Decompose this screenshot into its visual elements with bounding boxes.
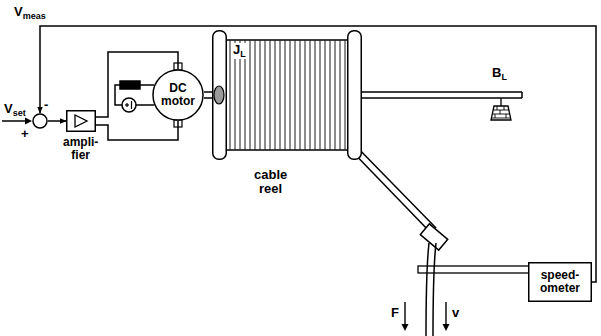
cable-wrap [285, 41, 286, 150]
reel-flange [213, 31, 227, 160]
cable-wrap [305, 41, 306, 150]
summing-junction-outline [32, 113, 48, 129]
summing-junction: -+ [32, 113, 48, 129]
signal-name: Vset [4, 102, 26, 118]
cable-wrap [230, 41, 231, 150]
cable-wrap [315, 41, 316, 150]
connector [40, 26, 596, 282]
cable-wrap [270, 41, 271, 150]
amplifier-box: ampli- fier [66, 110, 96, 132]
line-shape [404, 302, 405, 326]
line-shape [126, 103, 127, 107]
cable-wrap [310, 41, 311, 150]
box-outline [67, 111, 96, 132]
line-shape [500, 98, 501, 106]
damper-symbol [491, 98, 511, 120]
circle-outline [33, 114, 47, 128]
field-circuit [115, 81, 154, 112]
box-outline [529, 263, 592, 302]
cable-wrap [280, 41, 281, 150]
cable-wrap [340, 41, 341, 150]
line-shape [445, 302, 446, 326]
shaft [362, 92, 522, 98]
connector [48, 120, 66, 122]
cable-wrap [290, 41, 291, 150]
cable-wrap [345, 41, 346, 150]
polygon-shape [443, 324, 450, 331]
cable-reel-label: cable reel [254, 168, 287, 197]
line-shape [350, 140, 436, 228]
path-shape [362, 92, 522, 98]
connector [204, 92, 212, 98]
hanging-cable [426, 243, 436, 336]
cable-wrap [275, 41, 276, 150]
path-shape [433, 243, 436, 336]
force-label: F [391, 306, 399, 320]
signal-name: Vmeas [14, 5, 46, 21]
amplifier-symbol [75, 115, 87, 127]
cable-wrap [250, 41, 251, 150]
speedometer-box: speed- ometer [528, 262, 592, 302]
cable-wrap [325, 41, 326, 150]
polygon-shape [25, 118, 32, 125]
cable-wrap [300, 41, 301, 150]
parameter-name: BL [492, 66, 507, 82]
path-shape [426, 243, 429, 336]
rect-shape [120, 81, 140, 89]
cable-wrap [335, 41, 336, 150]
path-shape [492, 106, 510, 118]
polygon-shape [491, 106, 511, 120]
subscript: L [501, 72, 507, 82]
cable-wrap [255, 41, 256, 150]
subscript: L [240, 49, 246, 59]
force-arrow [402, 302, 409, 331]
cable-reel: JLcable reel [212, 30, 362, 160]
cable-wrap [320, 41, 321, 150]
cable-guide [420, 224, 447, 250]
circle-outline [153, 70, 203, 120]
velocity-arrow [443, 302, 450, 331]
cable-wrap [260, 41, 261, 150]
cable-wrap [295, 41, 296, 150]
subscript: set [13, 108, 26, 118]
cable-reel-label: JL [232, 43, 247, 59]
input-arrow [2, 118, 32, 125]
summing-junction-label: - [44, 98, 48, 112]
cable-wrap [330, 41, 331, 150]
speedometer-box-label: speed- ometer [540, 269, 580, 295]
subscript: meas [23, 11, 46, 21]
rect-shape [420, 224, 447, 250]
polygon-shape [402, 324, 409, 331]
dc-motor-label: DC motor [161, 82, 195, 108]
dc-motor: DC motor [152, 69, 204, 121]
velocity-label: v [452, 306, 459, 320]
line-shape [131, 101, 132, 109]
reel-drum [226, 40, 348, 150]
amplifier-box-label: ampli- fier [63, 136, 98, 162]
summing-junction-label: + [21, 127, 29, 141]
reel-hub [214, 86, 224, 104]
circle-shape [122, 98, 136, 112]
amplifier-box-outline [66, 110, 96, 132]
line-shape [2, 120, 29, 122]
reel-flange [348, 31, 362, 160]
cable-wrap [265, 41, 266, 150]
